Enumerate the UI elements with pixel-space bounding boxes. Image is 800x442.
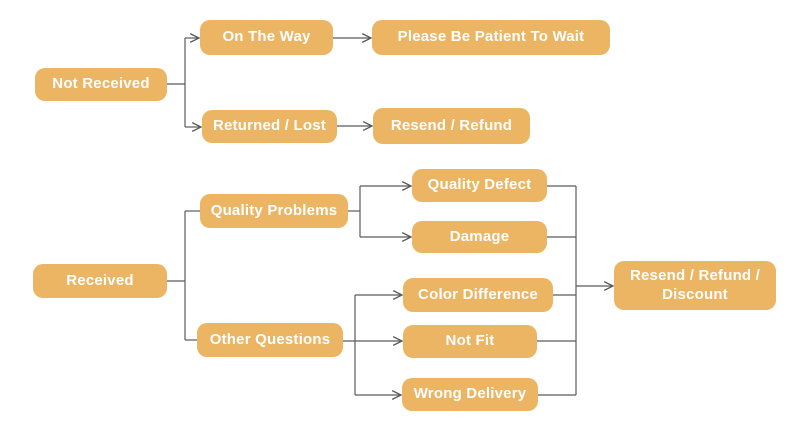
node-other-questions: Other Questions [197,323,343,357]
node-returned-lost: Returned / Lost [202,110,337,143]
node-wrong-delivery: Wrong Delivery [402,378,538,411]
node-resend-refund-discount: Resend / Refund / Discount [614,261,776,310]
node-damage: Damage [412,221,547,253]
node-please-be-patient-to-wait: Please Be Patient To Wait [372,20,610,55]
node-resend-refund: Resend / Refund [373,108,530,144]
node-not-fit: Not Fit [403,325,537,358]
node-on-the-way: On The Way [200,20,333,55]
node-quality-defect: Quality Defect [412,169,547,202]
node-not-received: Not Received [35,68,167,101]
node-color-difference: Color Difference [403,278,553,312]
node-received: Received [33,264,167,298]
node-quality-problems: Quality Problems [200,194,348,228]
